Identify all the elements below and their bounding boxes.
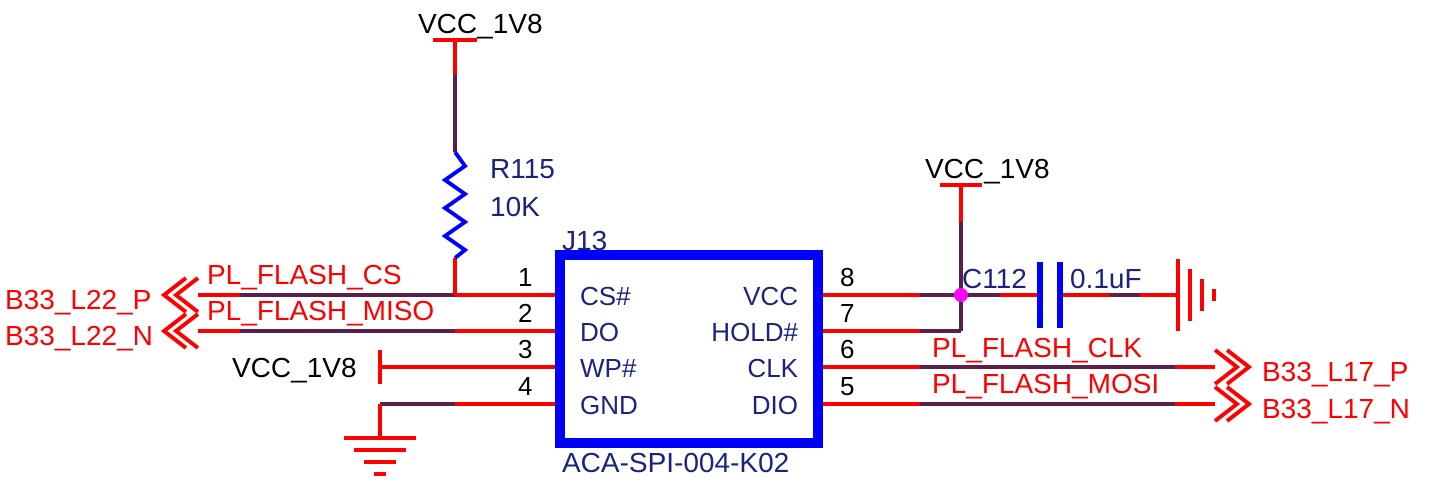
port-left-bottom-icon	[160, 312, 200, 350]
resistor-ref: R115	[490, 153, 555, 184]
capacitor-ref: C112	[962, 263, 1027, 294]
ground-left-icon	[344, 436, 416, 476]
pin7-number: 7	[840, 298, 854, 328]
pin3-number: 3	[518, 334, 532, 364]
port-label-left-top: B33_L22_P	[5, 284, 151, 315]
pin2-name: DO	[580, 317, 619, 347]
port-right-bottom-icon	[1213, 385, 1253, 423]
pin1-number: 1	[518, 262, 532, 292]
resistor-icon	[441, 150, 469, 260]
ground-right-icon	[1176, 259, 1216, 331]
pin8-name: VCC	[743, 281, 798, 311]
pin-stubs	[198, 40, 1215, 438]
port-label-left-bottom: B33_L22_N	[5, 320, 153, 351]
pin5-name: DIO	[752, 390, 798, 420]
connector-part: ACA-SPI-004-K02	[562, 447, 789, 478]
pin1-name: CS#	[580, 281, 631, 311]
connector-body	[555, 250, 823, 448]
pin4-name: GND	[580, 390, 638, 420]
vcc-top-label: VCC_1V8	[418, 8, 543, 39]
capacitor-value: 0.1uF	[1070, 263, 1142, 294]
net-label-mosi: PL_FLASH_MOSI	[932, 368, 1159, 399]
net-label-miso: PL_FLASH_MISO	[207, 295, 434, 326]
power-symbols	[378, 38, 982, 384]
port-left-top-icon	[160, 276, 200, 314]
port-label-right-bottom: B33_L17_N	[1262, 393, 1410, 424]
pin5-number: 5	[840, 371, 854, 401]
junction-dot	[954, 288, 968, 302]
capacitor-icon	[1037, 262, 1063, 328]
port-label-right-top: B33_L17_P	[1262, 356, 1408, 387]
pin6-number: 6	[840, 334, 854, 364]
resistor-value: 10K	[490, 191, 540, 222]
pin4-number: 4	[518, 371, 532, 401]
pin7-name: HOLD#	[711, 317, 798, 347]
pin2-number: 2	[518, 298, 532, 328]
net-label-clk: PL_FLASH_CLK	[932, 332, 1142, 363]
vcc-wp-label: VCC_1V8	[232, 352, 357, 383]
pin3-name: WP#	[580, 353, 637, 383]
pin6-name: CLK	[747, 353, 798, 383]
net-label-cs: PL_FLASH_CS	[207, 259, 402, 290]
vcc-cap-label: VCC_1V8	[925, 153, 1050, 184]
connector-ref: J13	[562, 225, 607, 256]
port-right-top-icon	[1213, 348, 1253, 386]
pin8-number: 8	[840, 262, 854, 292]
